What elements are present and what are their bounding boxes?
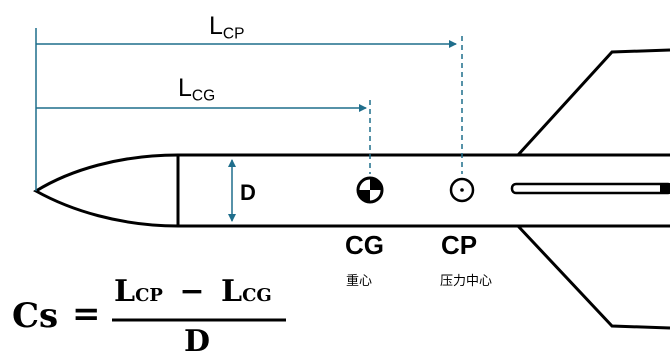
formula-numerator: LCP − LCG [114,274,272,309]
upper-fin [516,48,670,157]
dimension-lines [35,28,463,222]
lower-fin [516,224,670,330]
formula-denominator: D [184,324,211,359]
cp-label: CP [441,230,478,260]
cp-symbol [449,177,475,203]
diameter-label: D [240,180,256,205]
lcp-label: LCP [209,12,245,43]
lcg-label: LCG [178,74,216,105]
cg-label: CG [345,230,384,260]
formula-lhs: Cs [12,296,59,336]
cg-symbol [356,176,384,204]
cg-sub-label: 重心 [346,273,373,288]
internal-slot [510,182,670,195]
formula-equals: = [72,294,101,334]
internal-slot-fill [660,184,670,193]
cp-sub-label: 压力中心 [440,273,493,288]
nose-cone [33,153,179,228]
rocket-body [33,48,670,330]
